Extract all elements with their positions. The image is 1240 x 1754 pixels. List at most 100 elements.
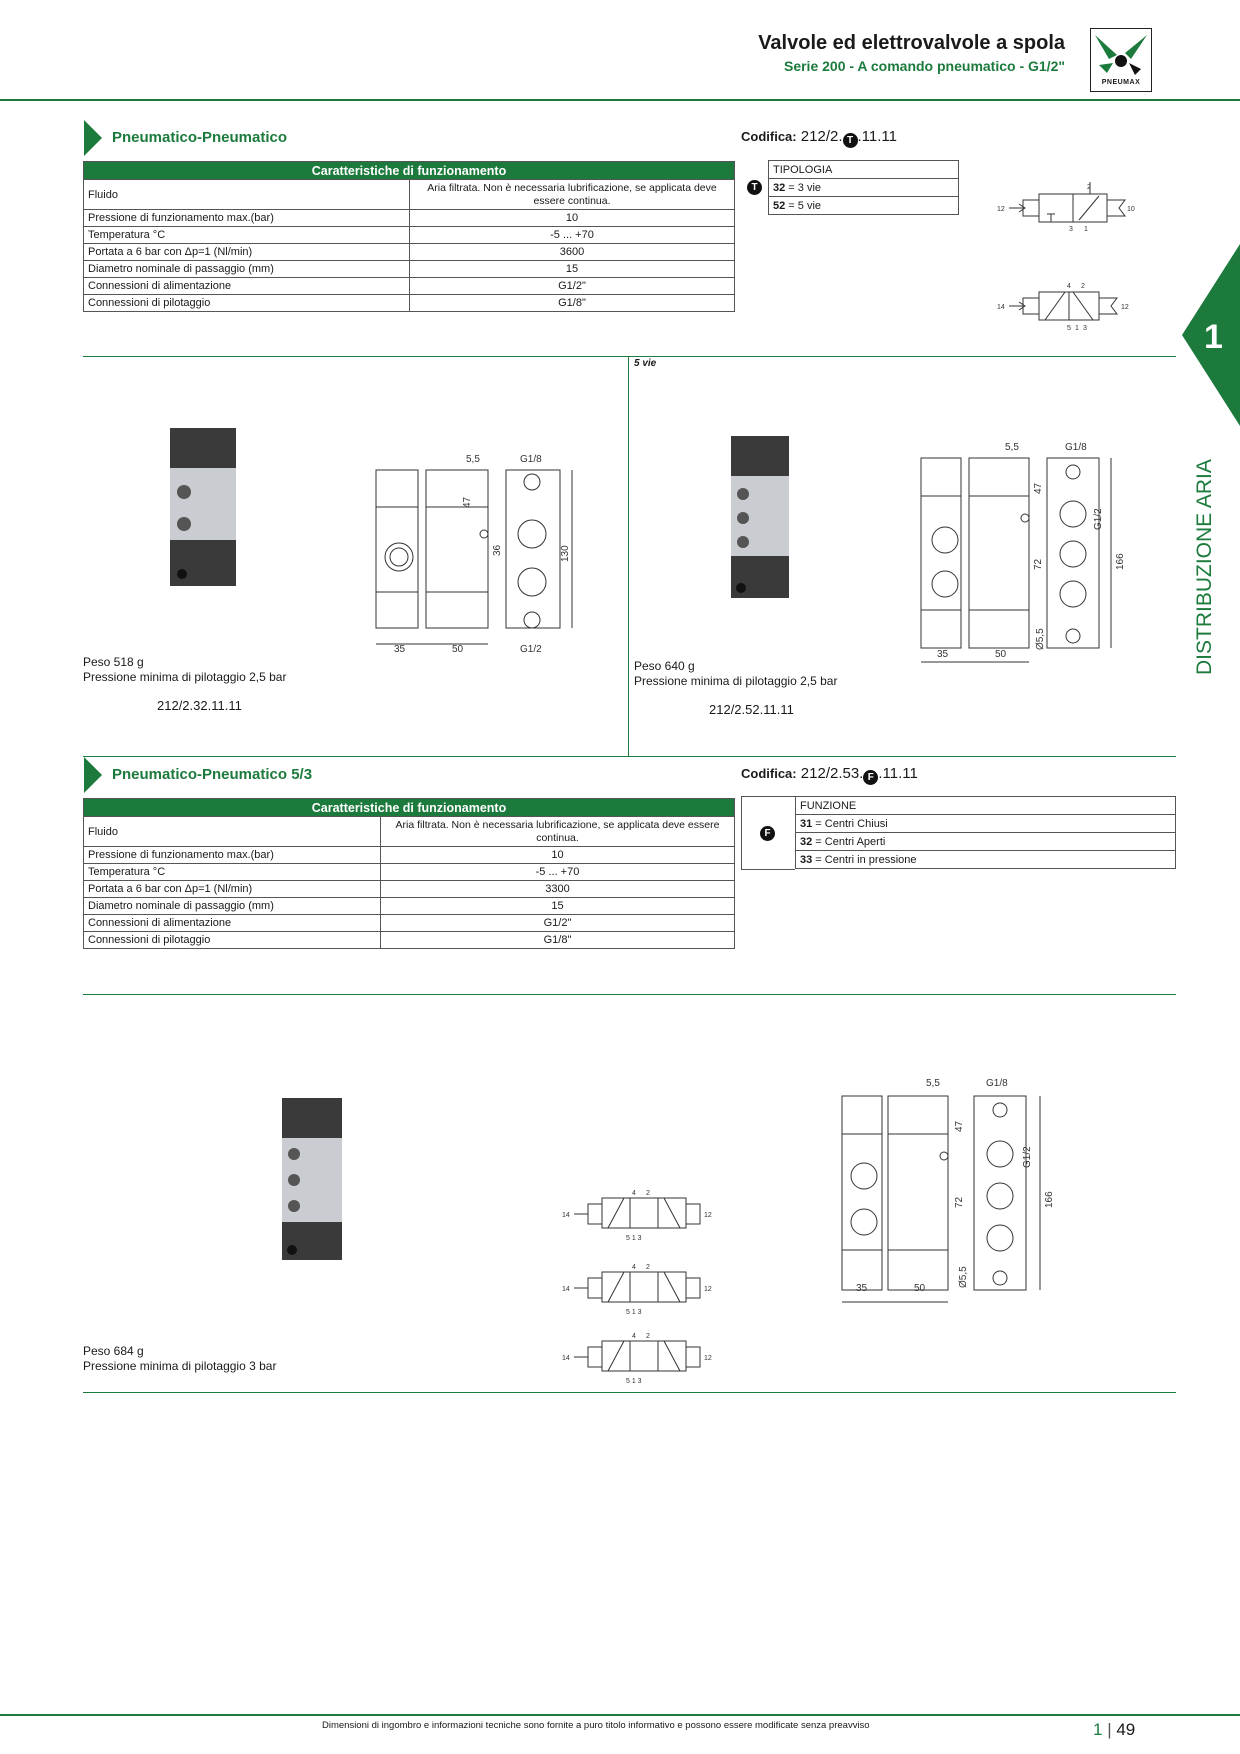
spec-value: -5 ... +70 (409, 226, 735, 244)
spec-value: 10 (409, 209, 735, 227)
option-item: 33 = Centri in pressione (795, 850, 1176, 869)
tipologia-table: TIPOLOGIA 32 = 3 vie 52 = 5 vie (768, 160, 959, 215)
option-item: 32 = Centri Aperti (795, 832, 1176, 851)
svg-text:2: 2 (646, 1190, 650, 1197)
spec-label: Portata a 6 bar con Δp=1 (Nl/min) (83, 880, 381, 898)
dim-label: G1/8 (520, 454, 542, 465)
svg-text:2: 2 (646, 1333, 650, 1340)
page-number: 1 | 49 (1093, 1720, 1136, 1739)
svg-text:4: 4 (632, 1190, 636, 1197)
funzione-marker-cell (741, 796, 795, 870)
dim-label: 47 (1033, 482, 1044, 494)
product-weight: Peso 640 g (634, 659, 695, 673)
dim-label: Ø5,5 (958, 1266, 969, 1288)
valve-photo (170, 428, 236, 586)
svg-text:DISTRIBUZIONE ARIA: DISTRIBUZIONE ARIA (1194, 459, 1214, 675)
product-pilot-pressure: Pressione minima di pilotaggio 2,5 bar (83, 670, 287, 684)
svg-text:12: 12 (704, 1212, 712, 1219)
dim-label: 35 (856, 1283, 868, 1294)
dim-label: 72 (954, 1196, 965, 1208)
codifica: Codifica: 212/2.53.F.11.11 (741, 765, 918, 785)
dimension-drawing-5-way: 5,5 G1/8 35 50 47 72 G1/2 166 Ø5,5 (920, 442, 1126, 663)
dim-label: G1/2 (520, 644, 542, 655)
option-item: 32 = 3 vie (768, 178, 959, 197)
svg-text:3: 3 (1069, 226, 1073, 233)
svg-text:2: 2 (1081, 283, 1085, 290)
spec-table-header: Caratteristiche di funzionamento (83, 161, 735, 180)
spec-table-header: Caratteristiche di funzionamento (83, 798, 735, 817)
spec-value: G1/2" (409, 277, 735, 295)
spec-value: G1/8" (409, 294, 735, 312)
dim-label: 50 (995, 649, 1007, 660)
spec-value: 3600 (409, 243, 735, 261)
dim-label: 50 (914, 1283, 926, 1294)
dim-label: 50 (452, 644, 464, 655)
dim-label: 5,5 (1005, 442, 1019, 453)
symbol-5-3-closed: 14 12 4 2 5 1 3 (562, 1190, 712, 1242)
svg-text:1: 1 (1075, 325, 1079, 332)
dim-label: Ø5,5 (1035, 628, 1046, 650)
spec-label: Connessioni di pilotaggio (83, 294, 410, 312)
svg-text:4: 4 (632, 1264, 636, 1271)
svg-text:14: 14 (997, 304, 1005, 311)
dim-label: 47 (462, 496, 473, 508)
spec-value: 15 (409, 260, 735, 278)
svg-text:3: 3 (1083, 325, 1087, 332)
svg-text:14: 14 (562, 1212, 570, 1219)
page-title: Valvole ed elettrovalvole a spola (758, 32, 1065, 54)
spec-label: Fluido (83, 179, 410, 210)
svg-text:12: 12 (704, 1286, 712, 1293)
dim-label: 36 (492, 544, 503, 556)
chapter-number: 1 (1204, 318, 1223, 356)
section-divider (83, 356, 1176, 357)
column-divider (628, 357, 629, 757)
codifica: Codifica: 212/2.T.11.11 (741, 128, 897, 148)
footer-divider (0, 1714, 1240, 1716)
product-weight: Peso 684 g (83, 1344, 144, 1358)
spec-label: Diametro nominale di passaggio (mm) (83, 897, 381, 915)
spec-label: Portata a 6 bar con Δp=1 (Nl/min) (83, 243, 410, 261)
option-item: 31 = Centri Chiusi (795, 814, 1176, 833)
svg-text:12: 12 (1121, 304, 1129, 311)
brand-logo (1090, 28, 1152, 92)
spec-label: Connessioni di pilotaggio (83, 931, 381, 949)
spec-value: 3300 (380, 880, 735, 898)
section-title: Pneumatico-Pneumatico 5/3 (112, 766, 313, 783)
option-header: TIPOLOGIA (768, 160, 959, 179)
funzione-table: FUNZIONE 31 = Centri Chiusi 32 = Centri … (795, 796, 1176, 869)
dim-label: 5,5 (466, 454, 480, 465)
svg-text:5: 5 (1067, 325, 1071, 332)
svg-text:14: 14 (562, 1286, 570, 1293)
product-code: 212/2.52.11.11 (709, 702, 794, 717)
section-title: Pneumatico-Pneumatico (112, 129, 288, 146)
dim-label: 35 (394, 644, 406, 655)
dimension-drawing-3-way: 5,5 G1/8 35 50 G1/2 47 36 130 (375, 454, 573, 655)
spec-label: Pressione di funzionamento max.(bar) (83, 846, 381, 864)
svg-text:2: 2 (646, 1264, 650, 1271)
svg-text:10: 10 (1127, 206, 1135, 213)
product-code: 212/2.32.11.11 (157, 698, 242, 713)
dim-label: G1/8 (986, 1078, 1008, 1089)
svg-text:14: 14 (562, 1355, 570, 1362)
section-arrow-icon (84, 757, 102, 793)
spec-label: Temperatura °C (83, 226, 410, 244)
option-item: 52 = 5 vie (768, 196, 959, 215)
svg-text:12: 12 (704, 1355, 712, 1362)
section-divider (83, 756, 1176, 757)
svg-text:4: 4 (632, 1333, 636, 1340)
product-pilot-pressure: Pressione minima di pilotaggio 3 bar (83, 1359, 277, 1373)
marker-f-icon: F (863, 770, 879, 785)
svg-text:5 1 3: 5 1 3 (626, 1235, 642, 1242)
section-arrow-icon (84, 120, 102, 156)
spec-value: G1/2" (380, 914, 735, 932)
spec-value: G1/8" (380, 931, 735, 949)
variant-label: 5 vie (634, 358, 657, 369)
svg-text:12: 12 (997, 206, 1005, 213)
spec-label: Temperatura °C (83, 863, 381, 881)
spec-label: Connessioni di alimentazione (83, 914, 381, 932)
svg-text:4: 4 (1067, 283, 1071, 290)
